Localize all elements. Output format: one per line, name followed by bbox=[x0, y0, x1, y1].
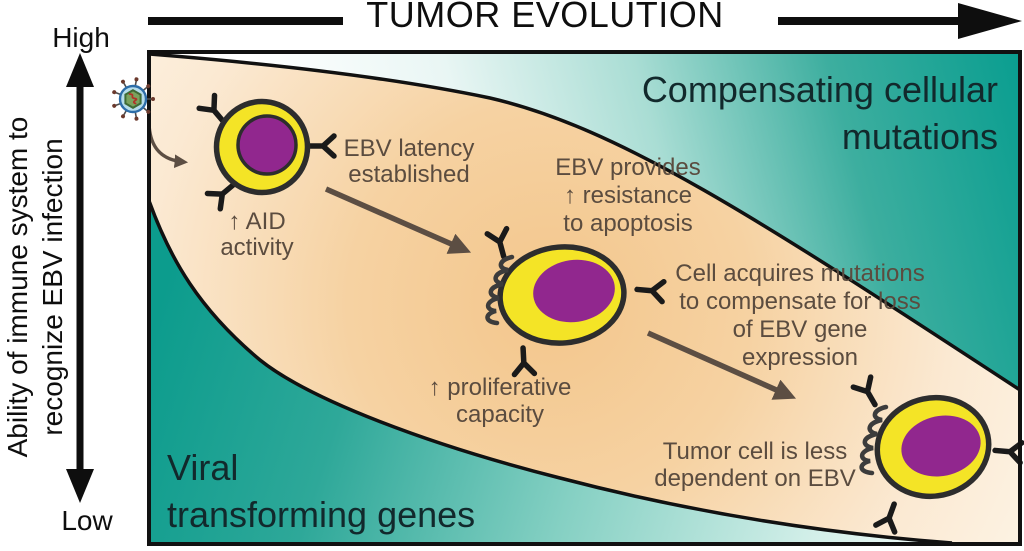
proliferative-capacity-annotation: ↑ proliferative capacity bbox=[428, 374, 572, 428]
cell-stage-1 bbox=[199, 95, 334, 208]
immune-axis-label-line1: Ability of immune system to bbox=[2, 116, 33, 458]
aid-activity-annotation: ↑ AID activity bbox=[220, 208, 294, 261]
cell-stage-2 bbox=[487, 229, 664, 375]
ebv-resistance-annotation: EBV provides ↑ resistance to apoptosis bbox=[555, 154, 701, 237]
cell-nucleus bbox=[901, 415, 981, 477]
tumor-independence-annotation: Tumor cell is less dependent on EBV bbox=[654, 438, 856, 492]
tumor-evolution-arrow bbox=[148, 3, 1022, 39]
immune-axis-label-line2: recognize EBV infection bbox=[37, 138, 68, 436]
axis-low-label: Low bbox=[61, 505, 113, 536]
viral-transforming-genes-label: Viral transforming genes bbox=[167, 447, 476, 535]
cell-ruffle bbox=[859, 404, 889, 476]
cell-ruffle bbox=[485, 254, 515, 326]
compensating-region-border bbox=[151, 54, 1018, 391]
viral-region-border bbox=[151, 201, 953, 542]
figure-title: TUMOR EVOLUTION bbox=[366, 0, 724, 35]
arrowhead-right-icon bbox=[958, 3, 1022, 39]
compensating-mutations-label: Compensating cellular mutations bbox=[641, 69, 998, 157]
axis-high-label: High bbox=[52, 22, 110, 53]
compensating-mutations-annotation: Cell acquires mutations to compensate fo… bbox=[675, 260, 925, 371]
compensating-mutations-region bbox=[151, 54, 1018, 389]
arrowhead-down-icon bbox=[66, 469, 94, 503]
progression-arrow-2 bbox=[646, 330, 797, 400]
viral-genes-region bbox=[151, 206, 940, 542]
cell-nucleus bbox=[236, 114, 298, 176]
ebv-virion-icon bbox=[112, 77, 155, 121]
immune-axis-label: Ability of immune system to recognize EB… bbox=[0, 77, 72, 497]
immune-axis-arrow bbox=[66, 53, 94, 503]
progression-arrow-1 bbox=[324, 186, 472, 254]
cell-stage-3 bbox=[853, 377, 1022, 532]
ebv-latency-annotation: EBV latency established bbox=[343, 135, 475, 188]
cell-nucleus bbox=[533, 259, 615, 323]
arrowhead-up-icon bbox=[66, 53, 94, 87]
diagram-frame-border bbox=[147, 50, 1022, 546]
